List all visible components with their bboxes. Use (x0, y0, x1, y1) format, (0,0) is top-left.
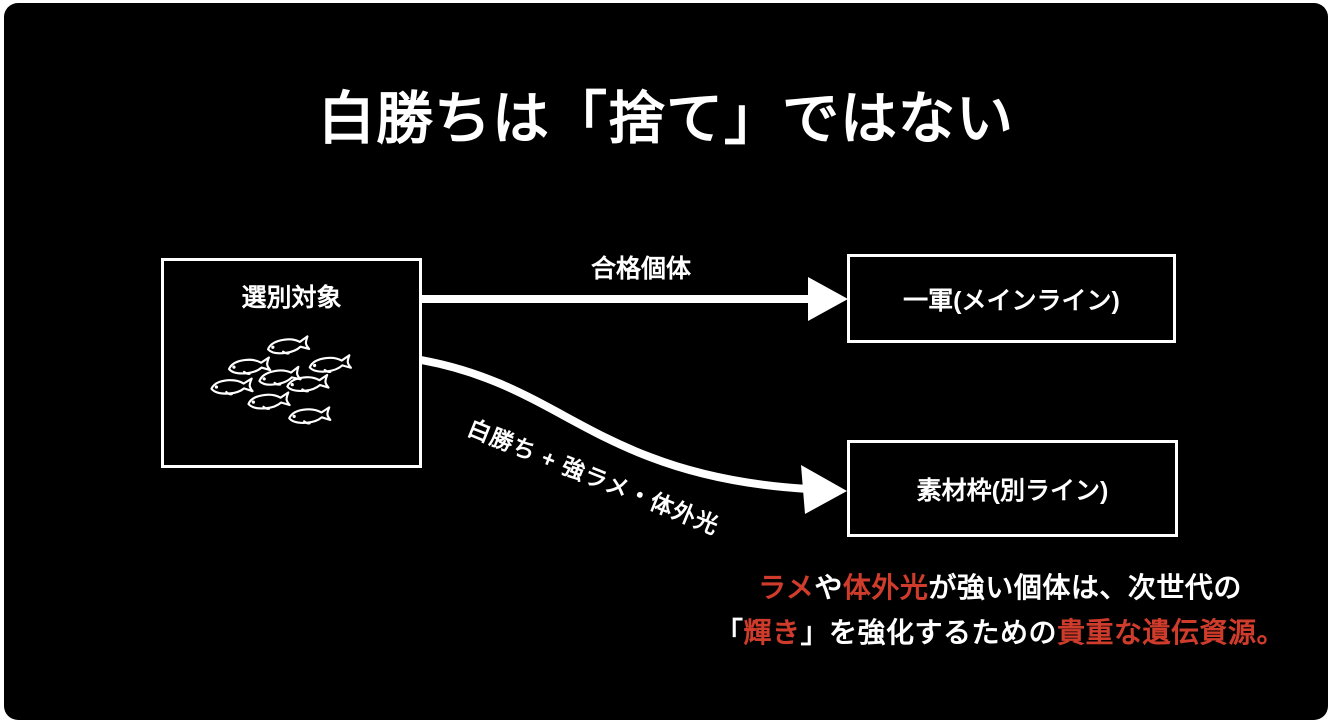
note: ラメや体外光が強い個体は、次世代の 「輝き」を強化するための貴重な遺伝資源。 (656, 565, 1328, 655)
fish-icon (287, 406, 332, 427)
note-line1-part-lame: ラメ (758, 572, 815, 603)
note-line2-part-open-bracket: 「 (714, 617, 744, 648)
source-box: 選別対象 (161, 258, 422, 468)
fish-icon (246, 391, 291, 412)
note-line2-part-middle: 」を強化するための (800, 617, 1058, 648)
material-box: 素材枠(別ライン) (847, 440, 1178, 537)
pass-arrow-label: 合格個体 (590, 255, 691, 283)
fish-school (209, 335, 353, 427)
fish-icon (307, 354, 353, 376)
source-box-label: 選別対象 (241, 284, 342, 312)
main-line-box-label: 一軍(メインライン) (903, 286, 1120, 315)
fish-icon (209, 377, 254, 397)
fish-icon (257, 365, 302, 389)
main-line-box: 一軍(メインライン) (847, 254, 1176, 343)
note-line1-part-rest: が強い個体は、次世代の (928, 572, 1242, 603)
slide-title: 白勝ちは「捨て」ではない (318, 87, 1014, 151)
material-arrow-label: 白勝ち + 強ラメ・体外光 (464, 414, 723, 540)
fish-icon (265, 335, 311, 358)
note-line1-part-taigaikou: 体外光 (842, 572, 929, 603)
note-line2-part-kagayaki: 輝き (743, 617, 801, 648)
note-line1-part-ya: や (814, 572, 843, 603)
material-box-label: 素材枠(別ライン) (916, 476, 1109, 505)
note-line1: ラメや体外光が強い個体は、次世代の (656, 565, 1328, 610)
note-line2-part-genetic-resource: 貴重な遺伝資源。 (1057, 617, 1286, 648)
fish-icon (227, 356, 272, 377)
slide: 白勝ちは「捨て」ではない 選別対象 (4, 3, 1328, 720)
note-line2: 「輝き」を強化するための貴重な遺伝資源。 (656, 610, 1328, 655)
